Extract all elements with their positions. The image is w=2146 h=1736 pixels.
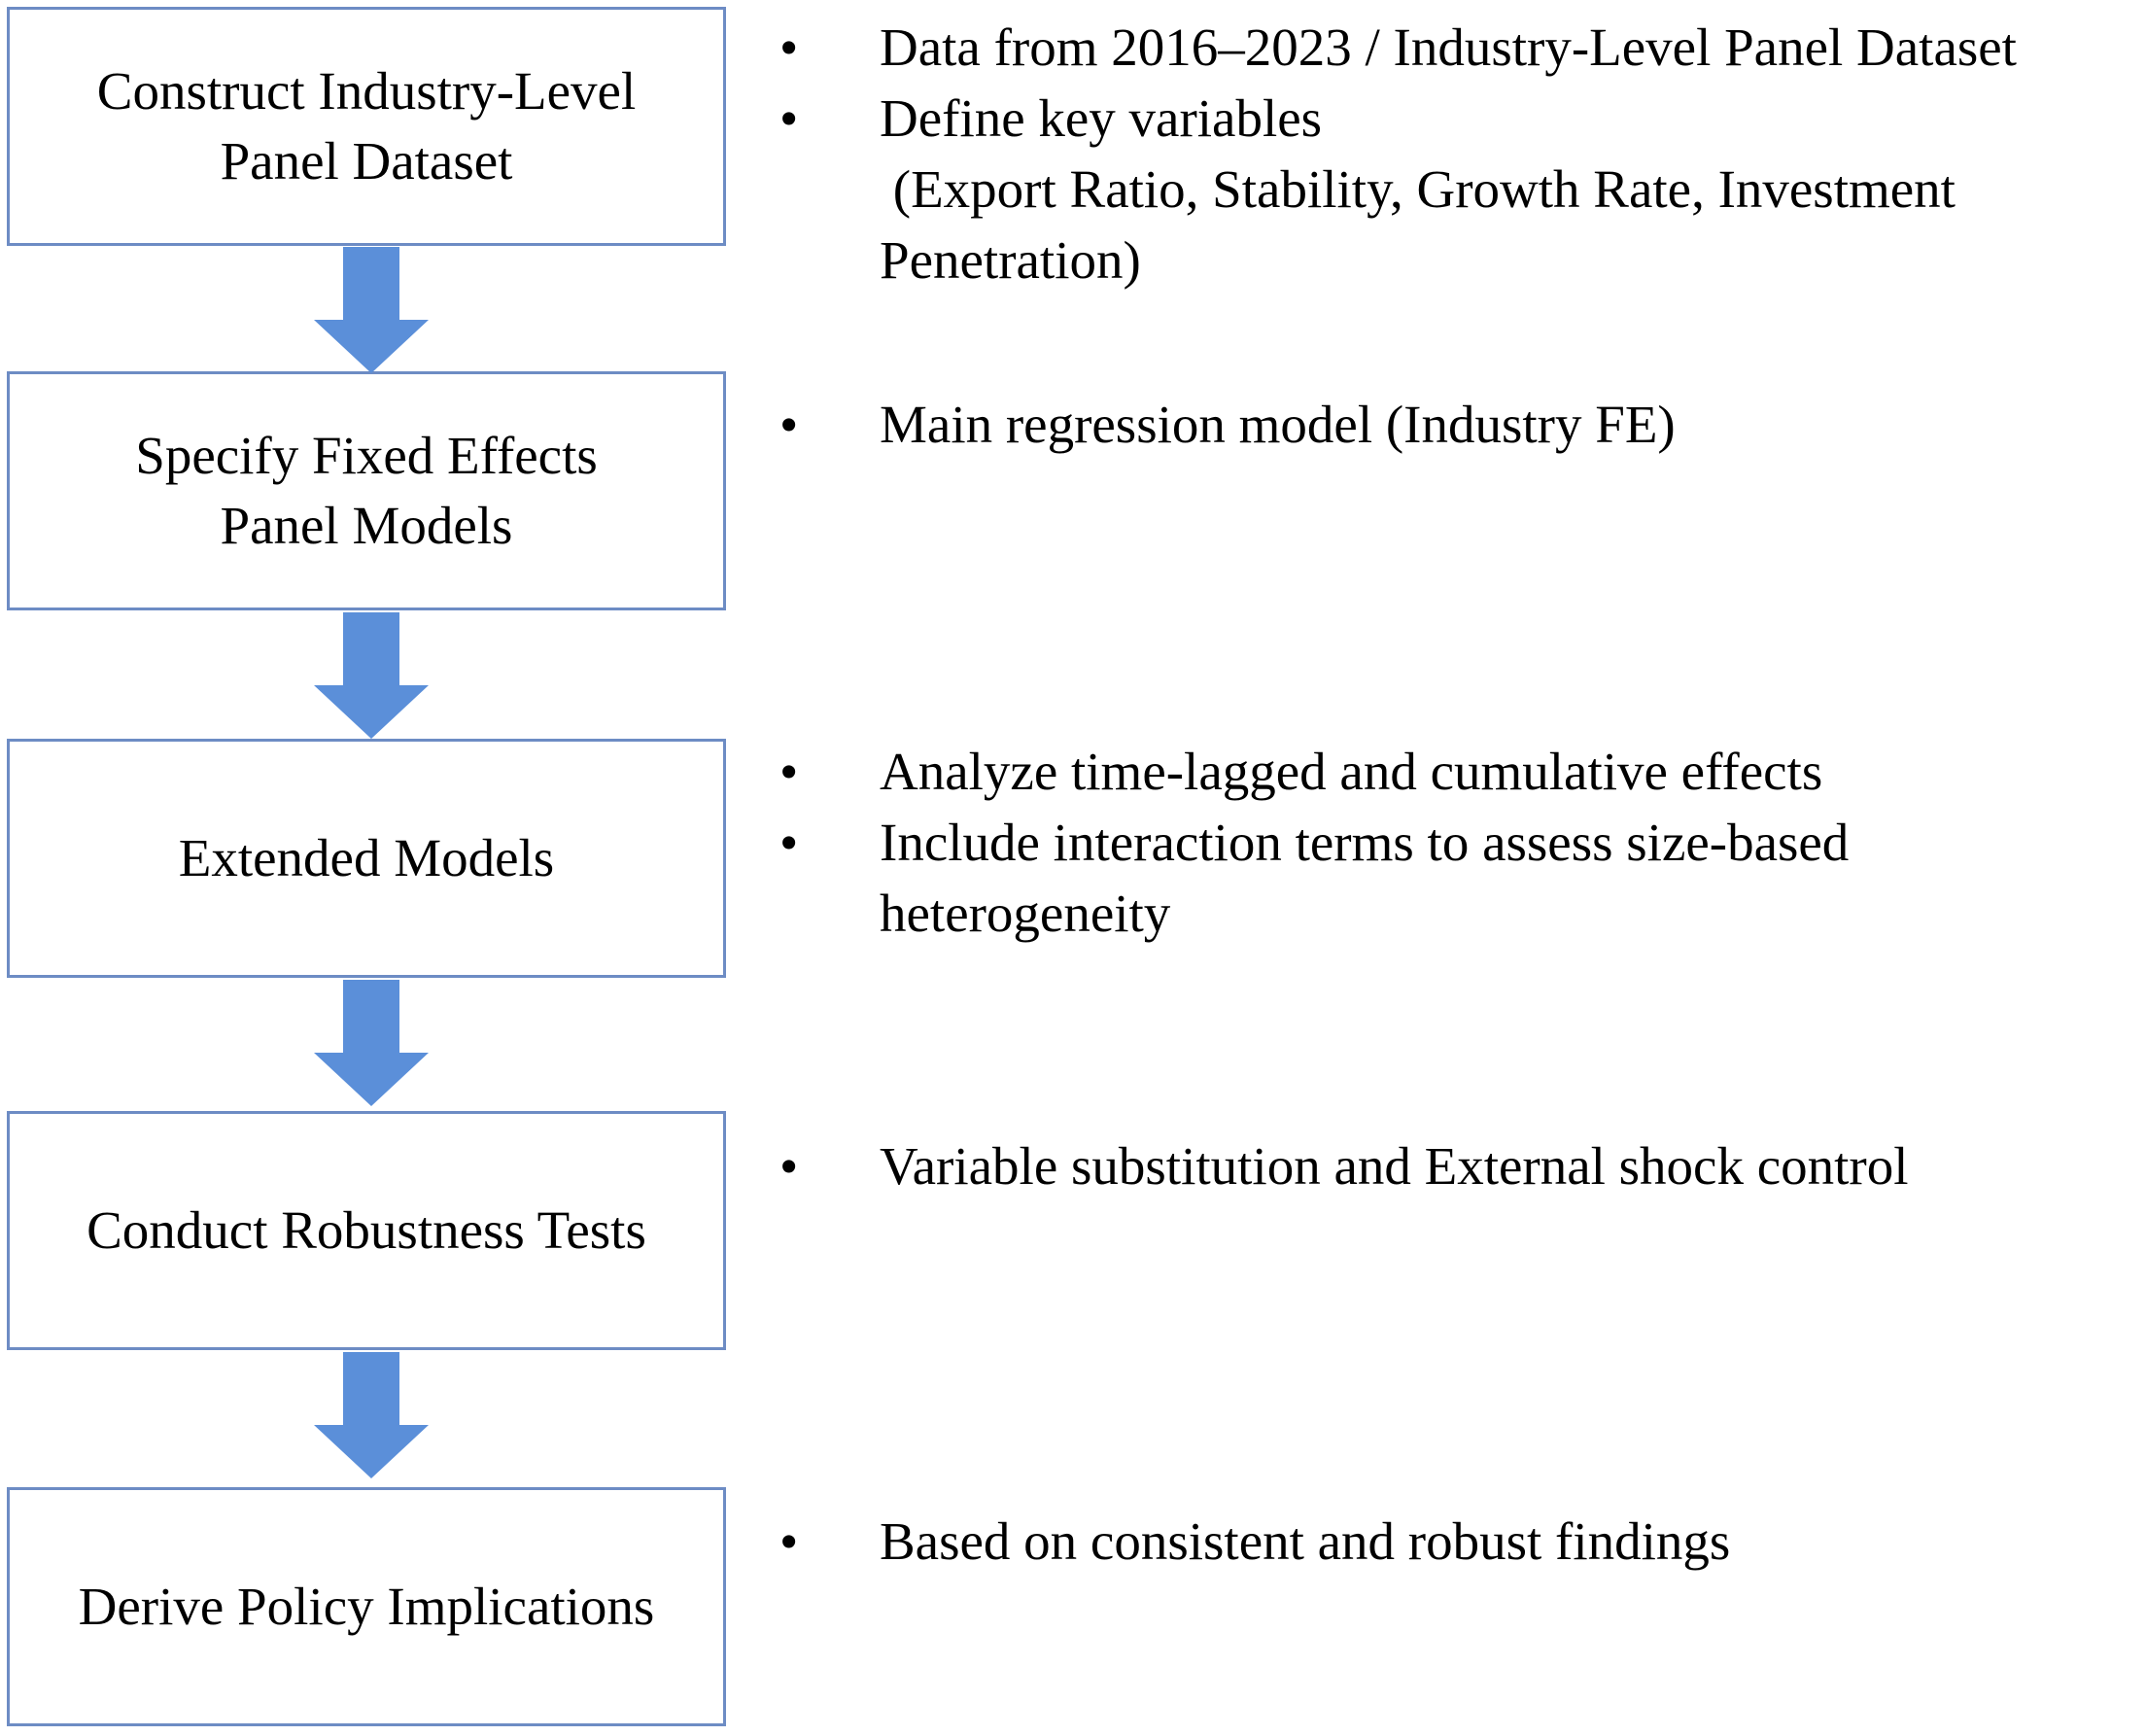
- notes-policy-implications: • Based on consistent and robust finding…: [768, 1506, 2146, 1577]
- bullet-icon: •: [779, 813, 799, 872]
- notes-construct-dataset: • Data from 2016–2023 / Industry-Level P…: [768, 12, 2146, 295]
- step-box-extended-models: Extended Models: [7, 739, 726, 978]
- bullet-icon: •: [779, 17, 799, 77]
- step-label: Specify Fixed Effects Panel Models: [135, 426, 598, 555]
- note-item: • Variable substitution and External sho…: [768, 1130, 2146, 1201]
- note-item: • Data from 2016–2023 / Industry-Level P…: [768, 12, 2146, 83]
- bullet-icon: •: [779, 395, 799, 454]
- notes-robustness-tests: • Variable substitution and External sho…: [768, 1130, 2146, 1201]
- bullet-icon: •: [779, 742, 799, 801]
- step-label: Extended Models: [178, 828, 555, 887]
- down-arrow-icon: [314, 612, 429, 739]
- notes-extended-models: • Analyze time-lagged and cumulative eff…: [768, 736, 2146, 949]
- arrow-shape: [314, 247, 429, 373]
- note-item: • Main regression model (Industry FE): [768, 389, 2146, 460]
- arrow-shape: [314, 612, 429, 739]
- note-text: Based on consistent and robust findings: [880, 1511, 1731, 1571]
- step-box-construct-dataset: Construct Industry-Level Panel Dataset: [7, 7, 726, 246]
- down-arrow-icon: [314, 247, 429, 373]
- step-box-robustness-tests: Conduct Robustness Tests: [7, 1111, 726, 1350]
- step-box-policy-implications: Derive Policy Implications: [7, 1487, 726, 1726]
- step-label: Derive Policy Implications: [78, 1577, 655, 1636]
- down-arrow-icon: [314, 1352, 429, 1478]
- step-label: Conduct Robustness Tests: [87, 1200, 646, 1260]
- bullet-icon: •: [779, 1136, 799, 1196]
- note-item: • Analyze time-lagged and cumulative eff…: [768, 736, 2146, 807]
- bullet-icon: •: [779, 1511, 799, 1571]
- step-label: Construct Industry-Level Panel Dataset: [96, 61, 637, 191]
- step-box-specify-models: Specify Fixed Effects Panel Models: [7, 371, 726, 610]
- note-item: • Define key variables (Export Ratio, St…: [768, 83, 2146, 295]
- note-item: • Include interaction terms to assess si…: [768, 807, 2146, 949]
- note-text: Define key variables (Export Ratio, Stab…: [880, 88, 1956, 290]
- note-item: • Based on consistent and robust finding…: [768, 1506, 2146, 1577]
- note-text: Variable substitution and External shock…: [880, 1136, 1909, 1196]
- note-text: Data from 2016–2023 / Industry-Level Pan…: [880, 17, 2017, 77]
- note-text: Main regression model (Industry FE): [880, 395, 1676, 454]
- arrow-shape: [314, 980, 429, 1106]
- bullet-icon: •: [779, 88, 799, 148]
- note-text: Include interaction terms to assess size…: [880, 813, 1850, 943]
- note-text: Analyze time-lagged and cumulative effec…: [880, 742, 1823, 801]
- down-arrow-icon: [314, 980, 429, 1106]
- notes-specify-models: • Main regression model (Industry FE): [768, 389, 2146, 460]
- arrow-shape: [314, 1352, 429, 1478]
